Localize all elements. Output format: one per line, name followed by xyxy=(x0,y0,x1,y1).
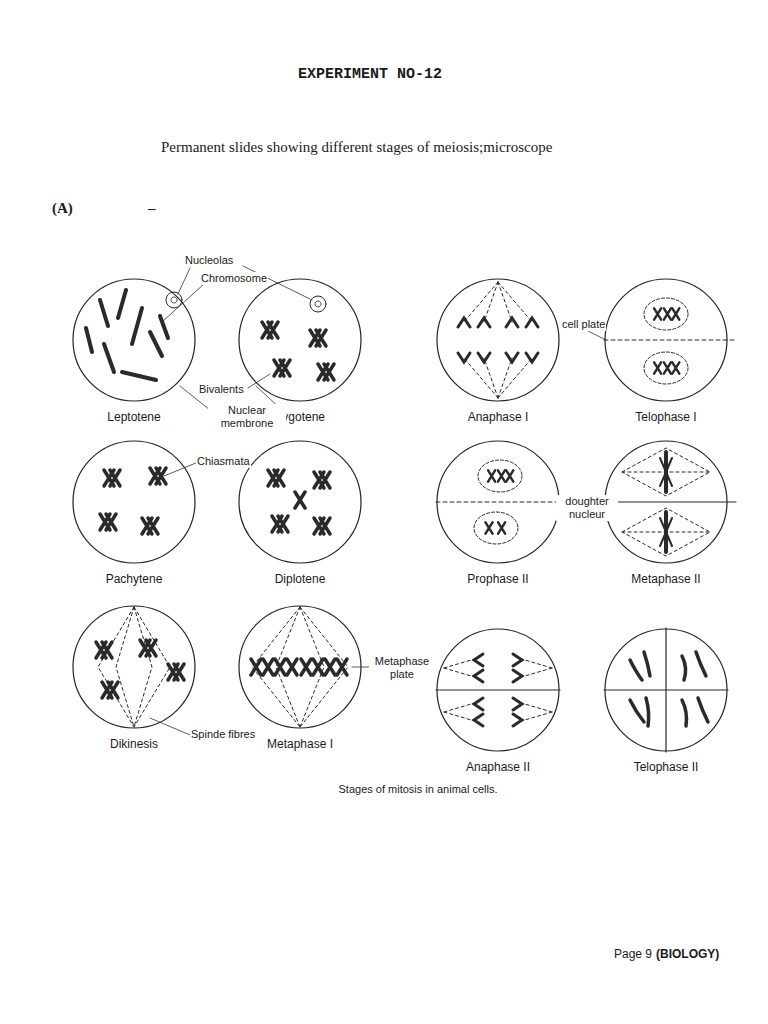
cell-outline xyxy=(72,605,196,729)
cell-circle: Telophase II xyxy=(604,628,728,752)
stage-name: Leptotene xyxy=(107,410,160,424)
cell-outline xyxy=(604,628,728,752)
cell-outline xyxy=(436,440,560,564)
part-label: Chromosome xyxy=(200,272,268,285)
page-title: EXPERIMENT NO-12 xyxy=(0,66,740,83)
section-marker: (A) xyxy=(52,200,73,217)
cell-outline xyxy=(604,440,728,564)
part-label: Spinde fibres xyxy=(190,728,256,741)
cell-circle: Diplotene xyxy=(238,440,362,564)
cell-circle: Prophase II xyxy=(436,440,560,564)
stage-name: Anaphase I xyxy=(468,410,529,424)
stage-name: Anaphase II xyxy=(466,760,530,774)
cell-circle: Anaphase I xyxy=(436,278,560,402)
part-label: Metaphase plate xyxy=(369,655,435,681)
subject-name: (BIOLOGY) xyxy=(656,947,719,961)
subtitle: Permanent slides showing different stage… xyxy=(161,139,552,156)
figure-caption: Stages of mitosis in animal cells. xyxy=(218,783,618,795)
stage-name: Metaphase I xyxy=(267,737,333,751)
part-label: Nuclear membrone xyxy=(208,404,286,430)
cell-circle: Telophase I xyxy=(604,278,728,402)
cell-circle: Metaphase I xyxy=(238,605,362,729)
part-label: Chiasmata xyxy=(196,455,251,468)
part-label: cell plate xyxy=(561,318,606,331)
stage-name: Metaphase II xyxy=(631,572,700,586)
stage-name: Dikinesis xyxy=(110,737,158,751)
cell-circle: Dikinesis xyxy=(72,605,196,729)
page-number: Page 9 xyxy=(614,947,652,961)
part-label: Bivalents xyxy=(198,383,245,396)
cell-circle: Anaphase II xyxy=(436,628,560,752)
part-label: doughter nucleur xyxy=(556,495,618,521)
stage-name: Prophase II xyxy=(467,572,528,586)
cell-outline xyxy=(238,605,362,729)
cell-outline xyxy=(238,278,362,402)
cell-circle: Metaphase II xyxy=(604,440,728,564)
stage-name: Telophase II xyxy=(634,760,699,774)
dash: – xyxy=(148,200,156,217)
cell-outline xyxy=(72,278,196,402)
cell-circle: Pachytene xyxy=(72,440,196,564)
stage-name: Pachytene xyxy=(106,572,163,586)
cell-outline xyxy=(436,278,560,402)
cell-circle: Leptotene xyxy=(72,278,196,402)
part-label: Nucleolas xyxy=(184,254,234,267)
cell-outline xyxy=(436,628,560,752)
cell-circle: Zygotene xyxy=(238,278,362,402)
stage-name: Diplotene xyxy=(275,572,326,586)
cell-outline xyxy=(72,440,196,564)
cell-outline xyxy=(604,278,728,402)
stage-name: Telophase I xyxy=(635,410,696,424)
cell-outline xyxy=(238,440,362,564)
